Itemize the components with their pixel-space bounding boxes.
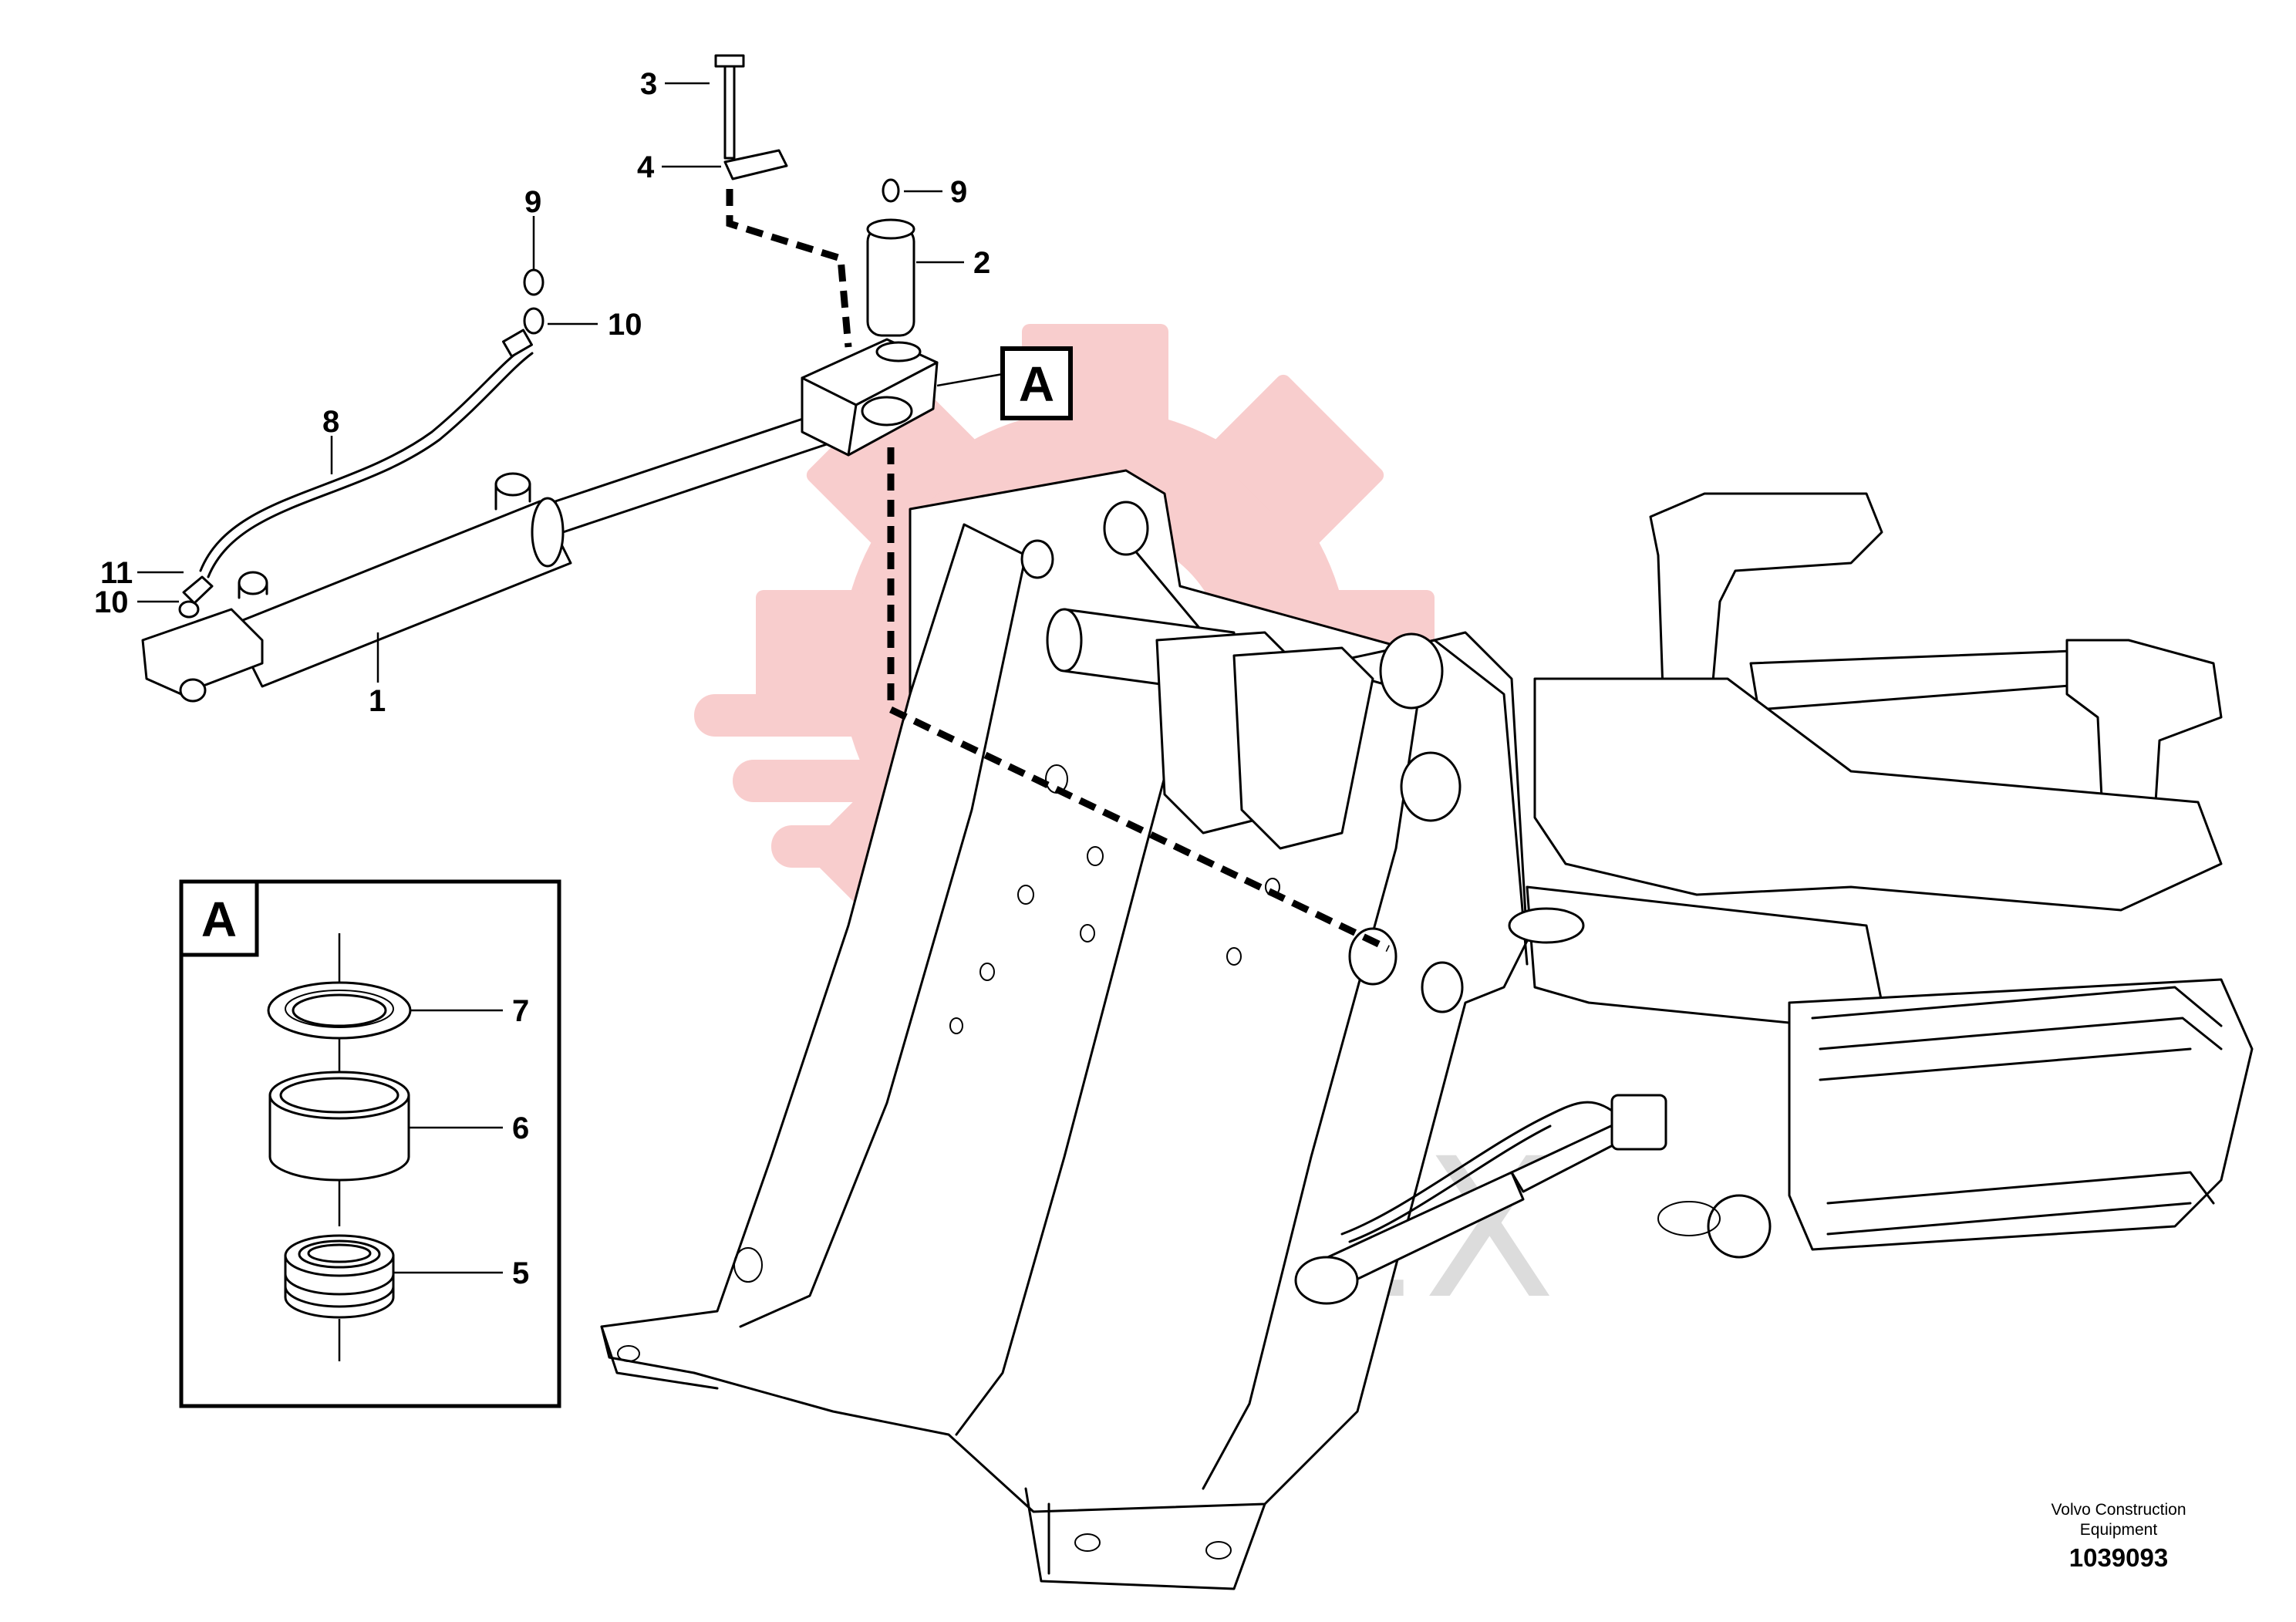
callout-10-lower: 10 [94, 585, 129, 619]
callout-8: 8 [322, 405, 339, 439]
drawing-footer: Volvo Construction Equipment 1039093 [2003, 1500, 2234, 1573]
installed-steering-cylinder [1294, 1094, 1667, 1305]
detail-box-a: A 7 6 5 [179, 879, 561, 1408]
callout-leaders [137, 82, 1003, 683]
callout-3: 3 [640, 67, 657, 101]
callout-6: 6 [512, 1111, 529, 1145]
drawing-number: 1039093 [2068, 1543, 2169, 1572]
callout-2: 2 [973, 246, 990, 280]
callout-9-right: 9 [950, 175, 967, 209]
detail-tag-letter: A [1019, 356, 1054, 412]
detail-box-letter: A [201, 892, 237, 947]
callout-7: 7 [512, 994, 529, 1028]
callout-4: 4 [637, 150, 655, 184]
rear-frame [1508, 492, 2254, 1259]
machine-frame [600, 469, 1529, 1590]
brand-line-2: Equipment [2079, 1521, 2158, 1539]
callout-11: 11 [100, 556, 133, 590]
steering-cylinder-exploded [141, 54, 1390, 953]
detail-tag-a: A [1000, 346, 1073, 420]
callout-9-upper-left: 9 [524, 185, 541, 219]
callout-5: 5 [512, 1256, 529, 1290]
callout-numbers: 3 4 9 2 9 10 8 11 10 1 [94, 67, 990, 718]
brand-line-1: Volvo Construction [2051, 1501, 2186, 1519]
callout-1: 1 [369, 684, 386, 718]
callout-10-upper: 10 [608, 308, 642, 342]
